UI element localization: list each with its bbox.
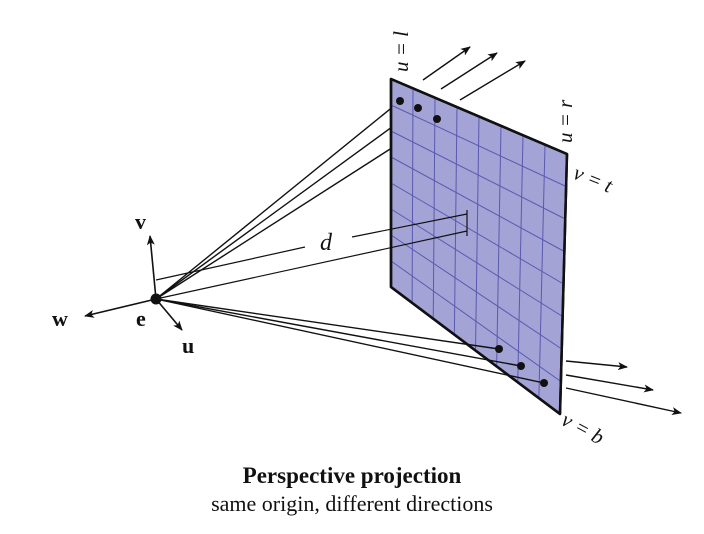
label-axis-w: w — [52, 306, 68, 331]
pixel-dot — [540, 379, 548, 387]
axis-v-arrow — [146, 235, 157, 300]
eye-point — [150, 293, 162, 305]
pixel-dot — [495, 345, 503, 353]
caption-subtitle: same origin, different directions — [211, 491, 493, 516]
pixel-dot — [396, 97, 404, 105]
caption-title: Perspective projection — [242, 463, 462, 488]
pixel-dot — [414, 104, 422, 112]
grid-line — [390, 260, 562, 382]
label-axis-u: u — [182, 333, 194, 358]
grid-line — [390, 104, 567, 187]
label-eye-e: e — [136, 306, 146, 331]
camera-frame — [84, 235, 183, 331]
grid-line — [390, 234, 563, 350]
axis-w-arrow — [84, 298, 157, 318]
label-u-equals-r: u = r — [553, 99, 577, 143]
grid-line — [390, 208, 563, 317]
distance-indicator — [155, 210, 468, 300]
lower-rays — [155, 298, 545, 384]
pixel-dot — [433, 115, 441, 123]
grid-line — [390, 156, 565, 252]
label-distance-d: d — [320, 230, 333, 256]
pixel-dot — [517, 362, 525, 370]
pixel-sample-points — [396, 97, 548, 387]
axis-u-arrow — [155, 298, 183, 331]
image-plane-grid — [390, 88, 567, 399]
figure-caption: Perspective projection same origin, diff… — [0, 462, 704, 518]
label-v-equals-b: v = b — [558, 407, 609, 449]
upper-direction-arrows — [422, 46, 526, 101]
grid-line — [390, 130, 566, 220]
label-axis-v: v — [135, 209, 146, 234]
label-u-equals-l: u = l — [389, 31, 413, 72]
grid-line — [390, 182, 564, 285]
image-plane — [389, 77, 569, 416]
label-v-equals-t: v = t — [570, 160, 617, 198]
lower-direction-arrows — [565, 360, 682, 415]
